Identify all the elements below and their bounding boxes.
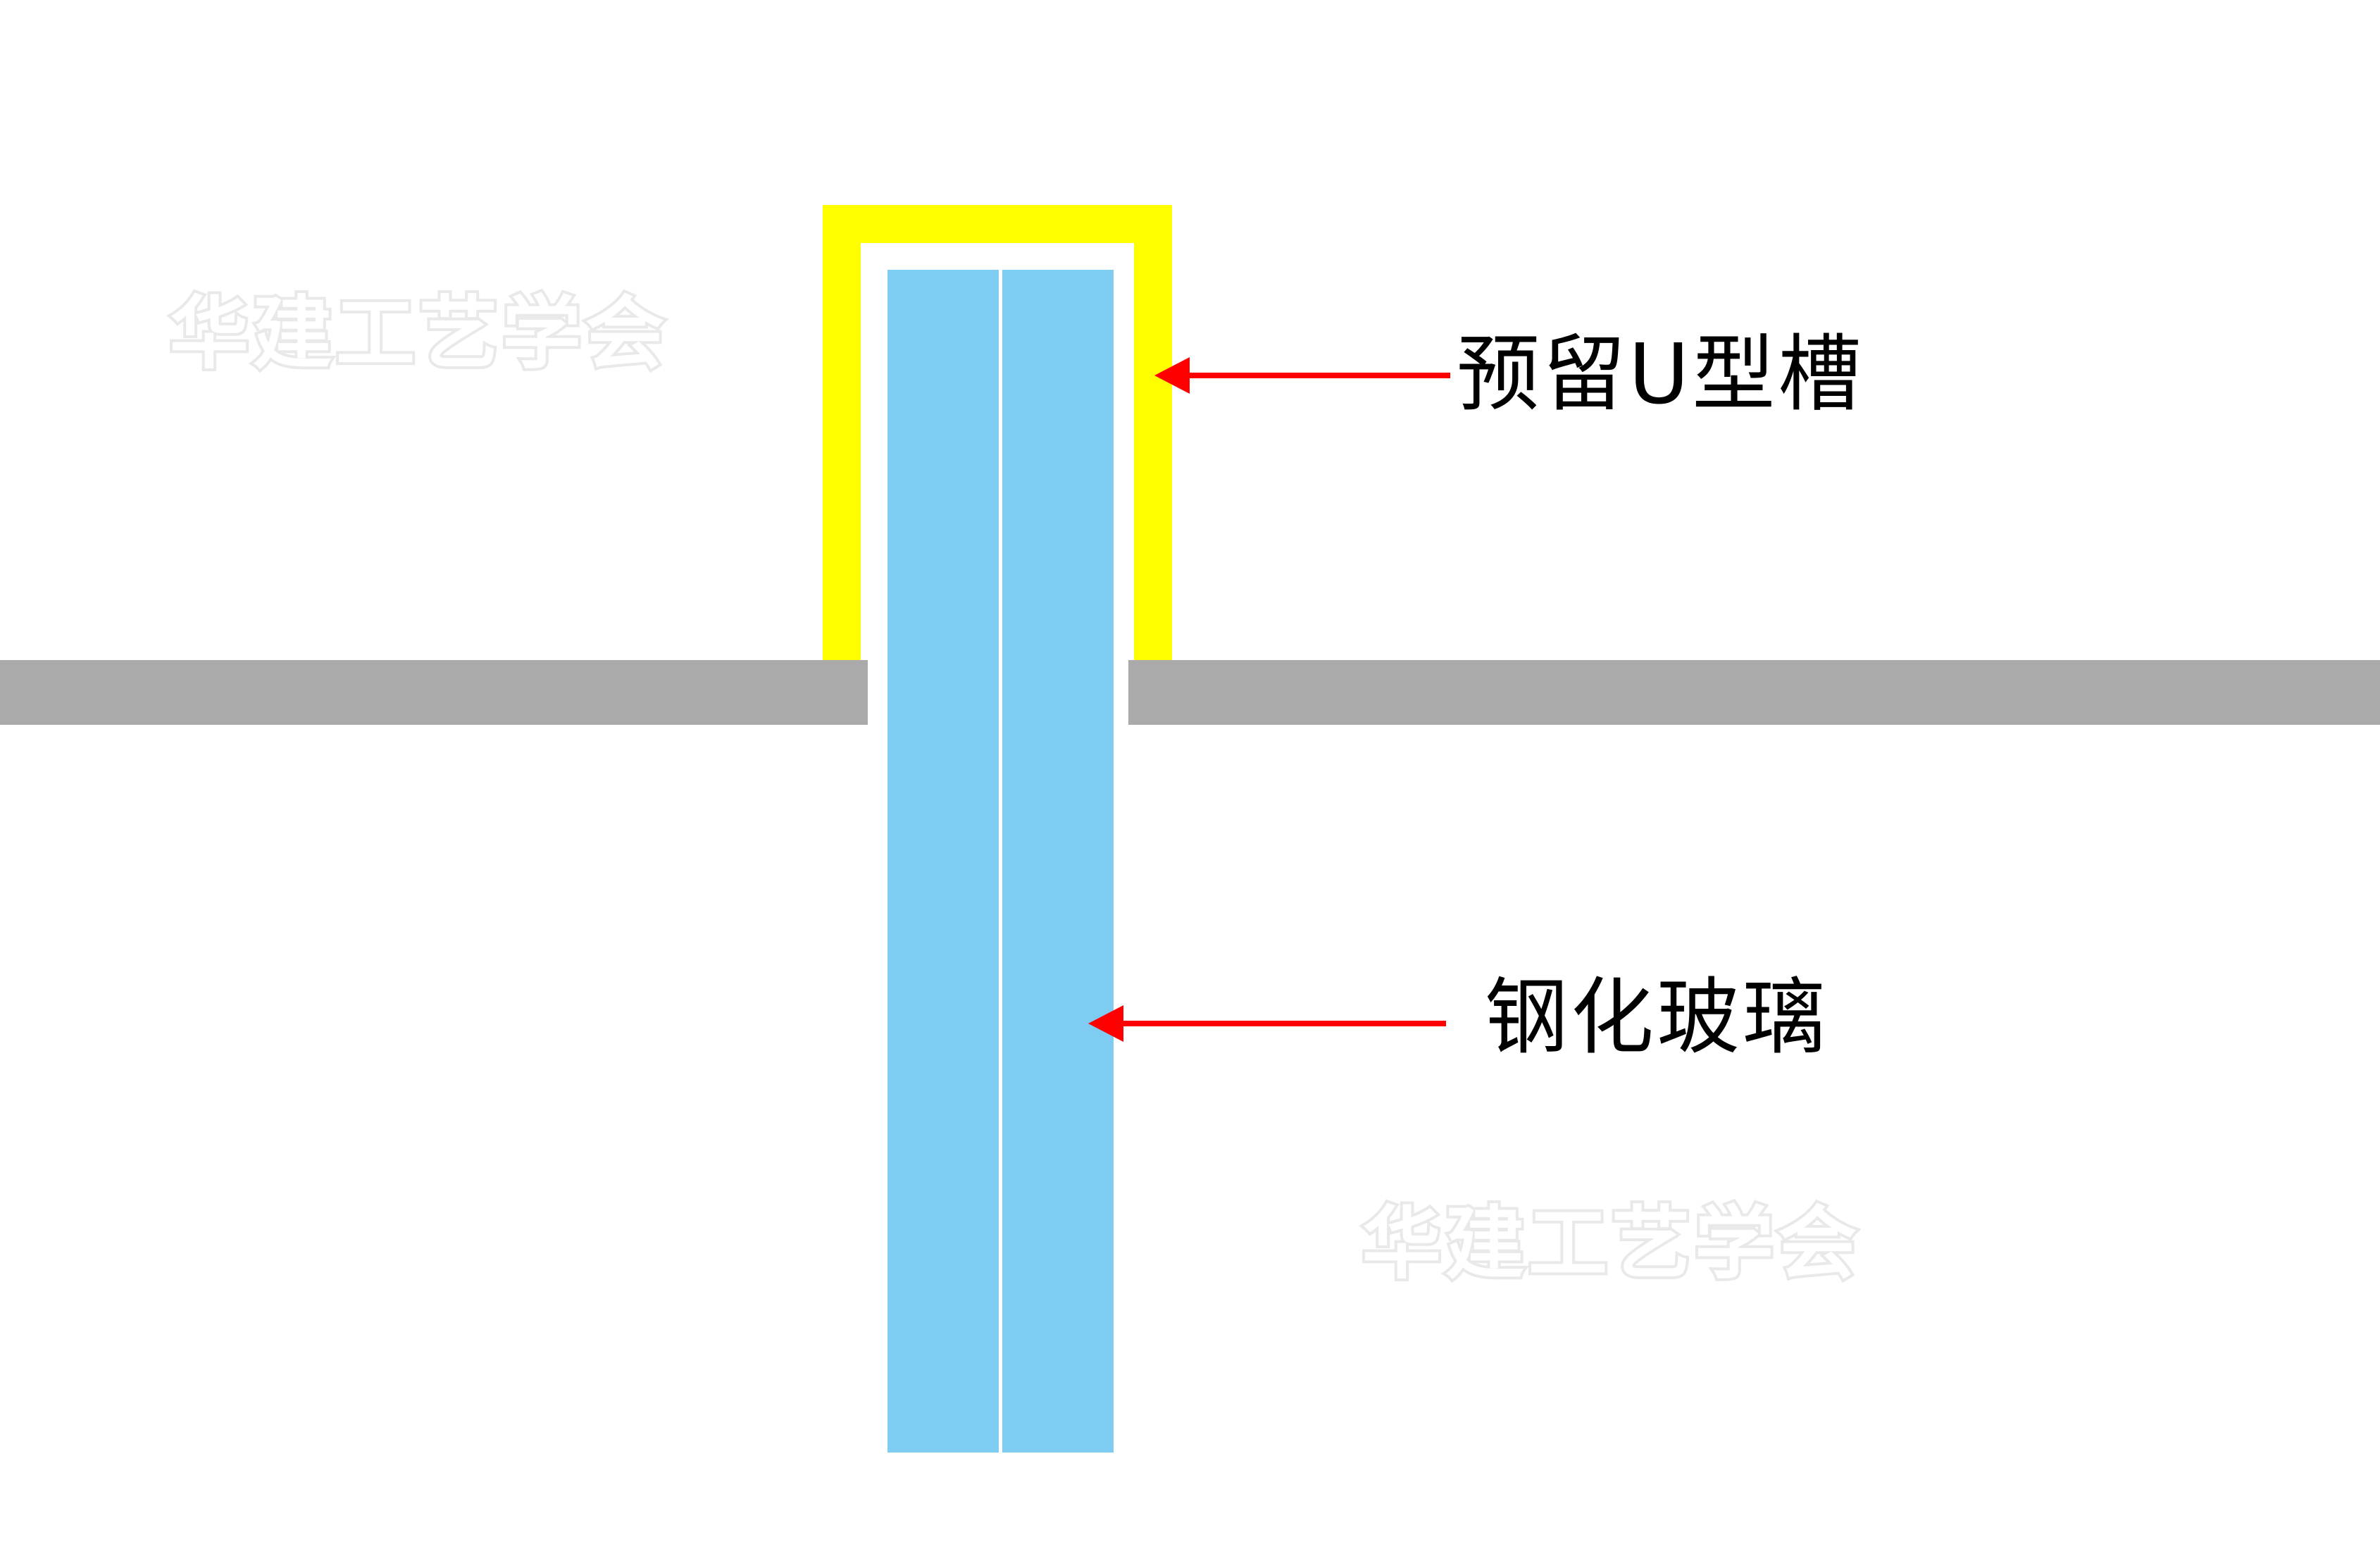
arrow-head-u-channel-icon: [1154, 357, 1190, 394]
arrow-line-u-channel: [1183, 373, 1450, 378]
floor-slab-left: [0, 660, 868, 725]
label-tempered-glass: 钢化玻璃: [1485, 969, 1829, 1066]
label-u-channel: 预留U型槽: [1457, 325, 1864, 423]
watermark-top-left: 华建工艺学会: [167, 288, 668, 380]
u-channel-left-leg: [823, 205, 861, 660]
floor-slab-right: [1128, 660, 2380, 725]
arrow-head-glass-icon: [1088, 1005, 1123, 1042]
u-channel-right-leg: [1134, 205, 1172, 660]
u-channel: [823, 205, 1172, 660]
arrow-line-glass: [1116, 1021, 1446, 1026]
glass-pane-left: [887, 270, 999, 1453]
glass-pane-right: [1002, 270, 1114, 1453]
u-channel-top: [823, 205, 1172, 243]
watermark-bottom-right: 华建工艺学会: [1359, 1198, 1861, 1290]
